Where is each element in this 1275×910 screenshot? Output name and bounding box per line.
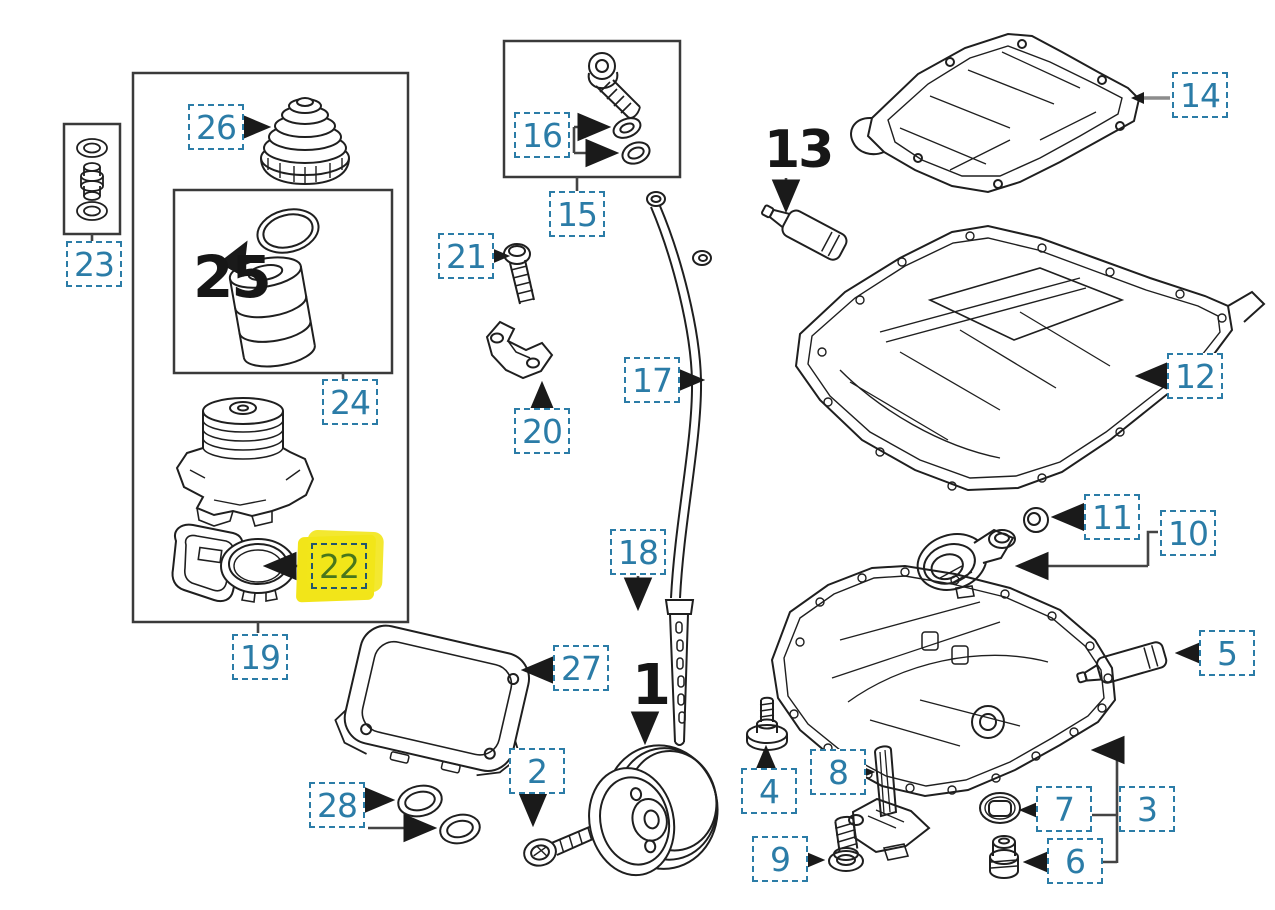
drain-plug-6-drawing xyxy=(989,835,1019,879)
callout-28[interactable]: 28 xyxy=(309,782,365,828)
group-box-23 xyxy=(62,122,122,236)
bolt-4-drawing xyxy=(746,696,788,751)
baffle-plate-drawing xyxy=(850,32,1141,194)
callout-4[interactable]: 4 xyxy=(741,768,797,814)
callout-7[interactable]: 7 xyxy=(1036,786,1092,832)
callout-10[interactable]: 10 xyxy=(1160,510,1216,556)
callout-14[interactable]: 14 xyxy=(1172,72,1228,118)
upper-oil-pan-drawing xyxy=(794,224,1266,492)
callout-26[interactable]: 26 xyxy=(188,104,244,150)
crankshaft-pulley-drawing xyxy=(588,744,719,877)
highlighted-callout-wrap: 22 xyxy=(295,529,385,603)
oil-filter-cap-drawing xyxy=(260,97,350,186)
callout-6[interactable]: 6 xyxy=(1047,838,1103,884)
callout-8[interactable]: 8 xyxy=(810,749,866,795)
part-number-1: 1 xyxy=(632,653,671,718)
callout-2[interactable]: 2 xyxy=(509,748,565,794)
oil-filter-housing-drawing xyxy=(175,397,315,527)
callout-23[interactable]: 23 xyxy=(66,241,122,287)
group-box-19 xyxy=(131,71,410,624)
callout-19[interactable]: 19 xyxy=(232,634,288,680)
oil-pickup-tube-drawing xyxy=(916,528,1016,599)
callout-17[interactable]: 17 xyxy=(624,357,680,403)
callout-18[interactable]: 18 xyxy=(610,529,666,575)
bolt-21-drawing xyxy=(503,243,535,305)
seal-washer-7-drawing xyxy=(979,792,1021,824)
callout-22-highlighted[interactable]: 22 xyxy=(311,543,367,589)
callout-11[interactable]: 11 xyxy=(1084,494,1140,540)
bolt-and-seals-drawing xyxy=(587,52,651,165)
callout-12[interactable]: 12 xyxy=(1167,353,1223,399)
callout-9[interactable]: 9 xyxy=(752,836,808,882)
bolt-9-drawing xyxy=(828,815,864,872)
oil-level-sensor-drawing xyxy=(848,745,931,861)
drain-plug-washer-set-drawing xyxy=(76,138,108,221)
sealant-tube-5-drawing xyxy=(1076,641,1168,684)
bracket-20-drawing xyxy=(485,320,554,380)
oil-cooler-drawing xyxy=(334,624,530,777)
part-number-13: 13 xyxy=(764,120,834,180)
o-ring-11-drawing xyxy=(1023,507,1049,533)
callout-27[interactable]: 27 xyxy=(553,645,609,691)
callout-16[interactable]: 16 xyxy=(514,112,570,158)
group-box-24 xyxy=(172,188,394,375)
callout-24[interactable]: 24 xyxy=(322,379,378,425)
callout-5[interactable]: 5 xyxy=(1199,630,1255,676)
callout-21[interactable]: 21 xyxy=(438,233,494,279)
callout-3[interactable]: 3 xyxy=(1119,786,1175,832)
group-box-15 xyxy=(502,39,682,179)
oil-filter-housing-gasket-drawing xyxy=(171,523,296,603)
callout-20[interactable]: 20 xyxy=(514,408,570,454)
callout-15[interactable]: 15 xyxy=(549,191,605,237)
oil-filter-element-drawing xyxy=(228,208,320,368)
o-rings-28-drawing xyxy=(397,784,481,845)
part-number-25: 25 xyxy=(193,243,272,311)
crank-pulley-bolt-drawing xyxy=(523,820,607,867)
sealant-tube-13-drawing xyxy=(761,204,848,261)
